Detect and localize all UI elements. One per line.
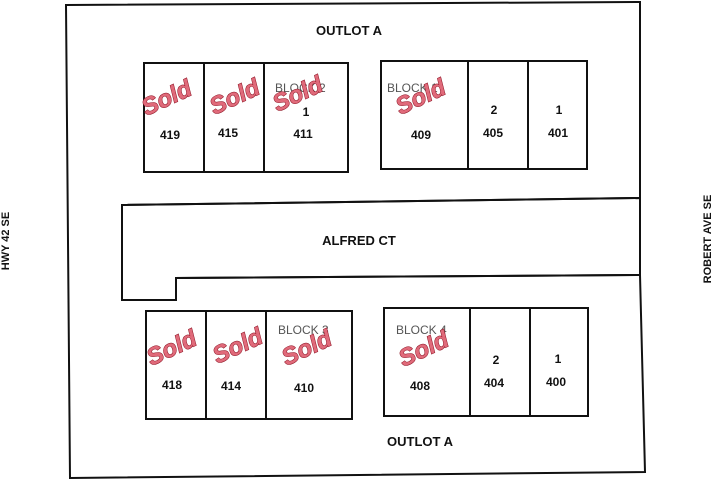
lot-404[interactable]	[469, 307, 531, 417]
lot-401[interactable]	[527, 60, 588, 170]
block-3-label: BLOCK 3	[278, 323, 329, 337]
block-4-label: BLOCK 4	[396, 323, 447, 337]
address-410: 410	[294, 381, 314, 395]
address-404: 404	[484, 376, 504, 390]
alfred-ct-road	[121, 196, 641, 301]
address-401: 401	[548, 126, 568, 140]
lot-411[interactable]	[263, 62, 349, 173]
address-408: 408	[410, 379, 430, 393]
hwy-42-label: HWY 42 SE	[0, 212, 12, 271]
sold-stamp-414: Sold	[209, 322, 269, 369]
address-409: 409	[411, 128, 431, 142]
lot-410[interactable]	[265, 310, 353, 420]
outlot-bottom-label: OUTLOT A	[387, 434, 454, 449]
outlot-top-label: OUTLOT A	[316, 23, 383, 38]
address-419: 419	[160, 128, 180, 142]
lot-400[interactable]	[529, 307, 589, 417]
robert-ave-label: ROBERT AVE SE	[702, 195, 713, 284]
address-400: 400	[546, 375, 566, 389]
address-405: 405	[483, 126, 503, 140]
lot-405[interactable]	[467, 60, 529, 170]
lot-number: 1	[555, 352, 562, 366]
address-418: 418	[162, 378, 182, 392]
block-1-label: BLOCK 1	[387, 81, 438, 95]
sold-stamp-415: Sold	[206, 73, 266, 120]
address-414: 414	[221, 379, 241, 393]
lot-number: 2	[491, 103, 498, 117]
lot-409[interactable]	[380, 60, 469, 170]
address-411: 411	[293, 127, 313, 141]
alfred-ct-label: ALFRED CT	[322, 233, 396, 248]
sold-stamp-418: Sold	[143, 324, 203, 371]
lot-number: 1	[303, 105, 310, 119]
block-2-label: BLOCK 2	[275, 81, 326, 95]
lot-number: 2	[493, 353, 500, 367]
lot-number: 1	[556, 103, 563, 117]
sold-stamp-419: Sold	[138, 74, 198, 121]
address-415: 415	[218, 126, 238, 140]
sold-stamp-411: Sold	[269, 70, 329, 117]
